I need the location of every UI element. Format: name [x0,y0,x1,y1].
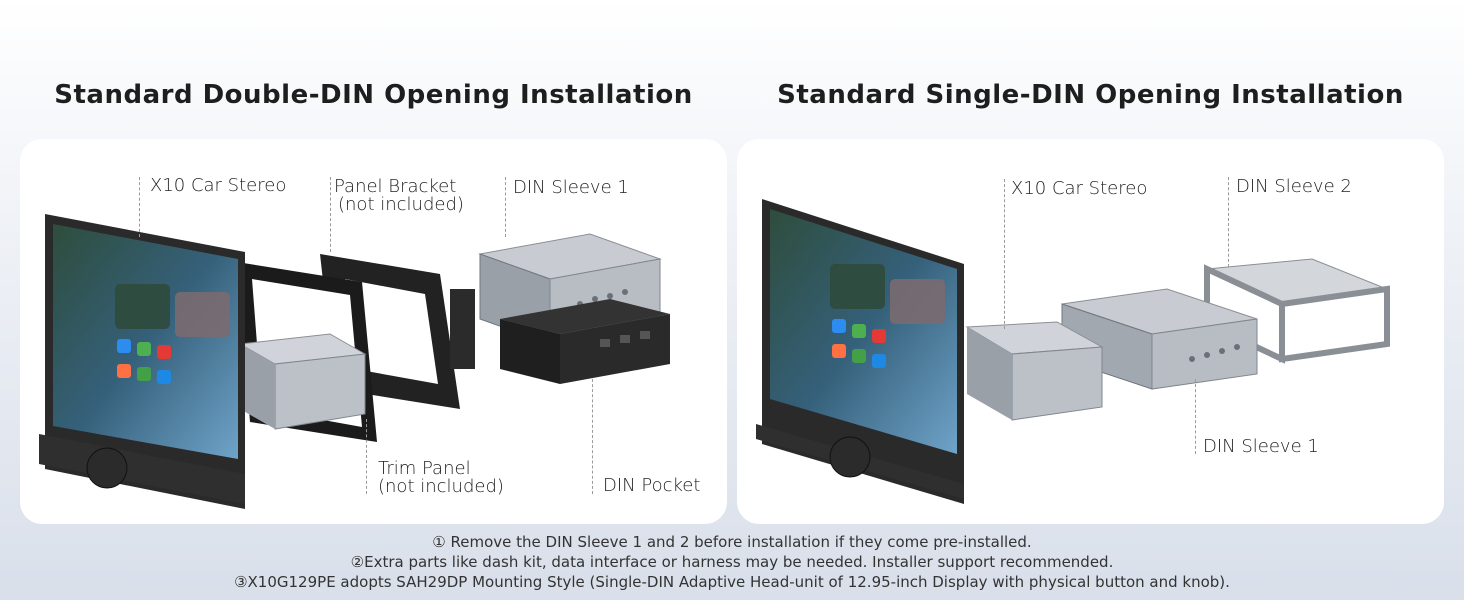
note-2: ②Extra parts like dash kit, data interfa… [350,553,1114,571]
label-din-sleeve-1: DIN Sleeve 1 [1203,436,1319,457]
single-din-card: X10 Car Stereo DIN Sleeve 2 DIN Sleeve 1 [737,139,1444,524]
installation-notes: ① Remove the DIN Sleeve 1 and 2 before i… [0,532,1464,592]
stereo-chassis-illustration [965,321,1104,421]
label-din-sleeve-1: DIN Sleeve 1 [513,177,629,198]
stereo-chassis-illustration [238,333,367,430]
label-din-sleeve-2: DIN Sleeve 2 [1236,176,1352,197]
din-sleeve-1-illustration [1061,288,1258,390]
label-trim-panel-note: (not included) [378,476,504,497]
note-3: ③X10G129PE adopts SAH29DP Mounting Style… [234,573,1230,591]
x10-car-stereo-illustration [39,214,245,509]
label-x10-car-stereo: X10 Car Stereo [150,175,287,196]
label-din-pocket: DIN Pocket [603,475,701,496]
note-1: ① Remove the DIN Sleeve 1 and 2 before i… [432,533,1032,551]
label-panel-bracket-note: (not included) [338,194,464,215]
double-din-card: X10 Car Stereo Panel Bracket (not includ… [20,139,727,524]
left-section-title: Standard Double-DIN Opening Installation [54,80,693,110]
x10-car-stereo-illustration [756,199,964,504]
label-panel-bracket: Panel Bracket [334,176,457,197]
right-section-title: Standard Single-DIN Opening Installation [777,80,1404,110]
label-x10-car-stereo: X10 Car Stereo [1011,178,1148,199]
label-trim-panel: Trim Panel [378,458,471,479]
din-pocket-illustration [500,299,670,384]
